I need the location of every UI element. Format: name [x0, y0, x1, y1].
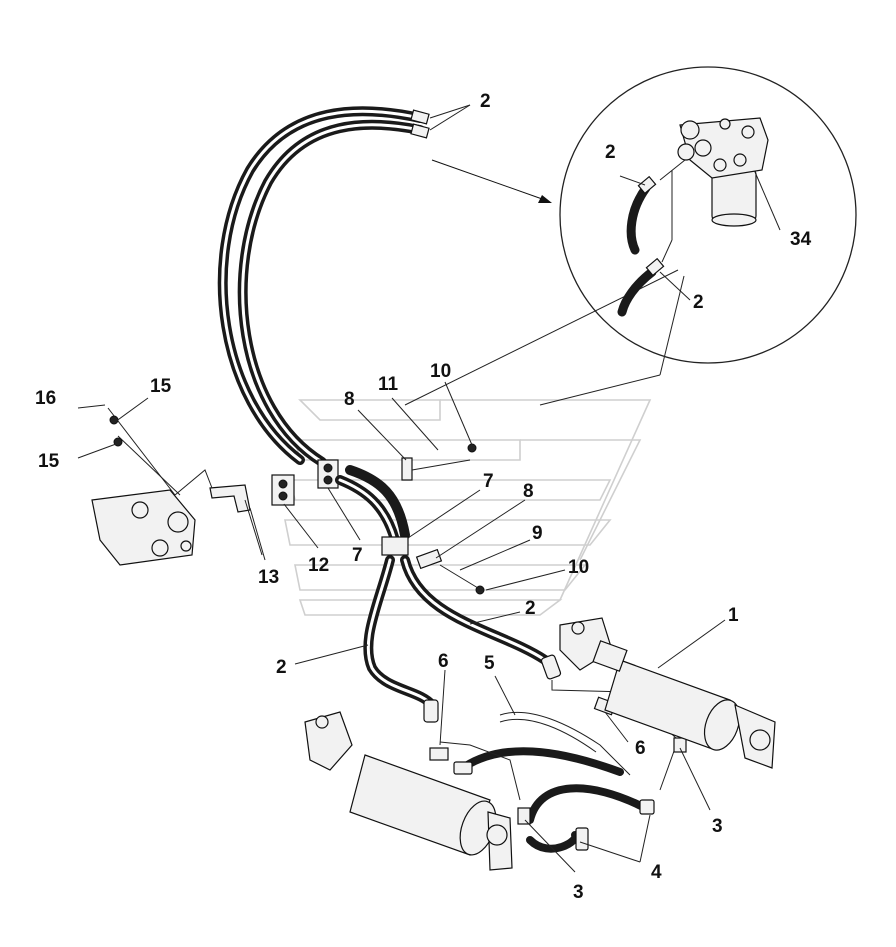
inset-hoses — [617, 159, 686, 317]
callout-3-a: 3 — [712, 816, 723, 837]
callout-labels: 2 2 34 2 16 15 15 11 10 8 7 8 9 10 13 12… — [35, 91, 812, 903]
callout-10-b: 10 — [568, 557, 589, 578]
callout-34: 34 — [790, 229, 812, 250]
callout-6-a: 6 — [438, 651, 449, 672]
callout-1: 1 — [728, 605, 739, 626]
callout-6-b: 6 — [635, 738, 646, 759]
callout-5: 5 — [484, 653, 495, 674]
callout-9: 9 — [532, 523, 543, 544]
callout-2-left: 2 — [276, 657, 287, 678]
callout-15-a: 15 — [150, 376, 172, 397]
callout-12: 12 — [308, 555, 329, 576]
valve-34 — [677, 117, 769, 227]
callout-3-b: 3 — [573, 882, 584, 903]
mounting-plate — [91, 407, 213, 566]
callout-7-a: 7 — [483, 471, 494, 492]
hose-clamps — [209, 459, 339, 556]
arrow-to-inset — [431, 159, 552, 203]
callout-15-b: 15 — [38, 451, 60, 472]
hydraulic-cylinder-right — [559, 617, 776, 769]
callout-13: 13 — [258, 567, 279, 588]
hydraulic-cylinder-left — [304, 711, 513, 871]
watermark-logo — [284, 399, 652, 616]
callout-2-mid: 2 — [525, 598, 536, 619]
callout-2-top: 2 — [480, 91, 491, 112]
callout-2-inset-a: 2 — [605, 142, 616, 163]
callout-2-inset-b: 2 — [693, 292, 704, 313]
distribution-block — [335, 443, 485, 595]
callout-11: 11 — [378, 374, 399, 395]
callout-4: 4 — [651, 862, 662, 883]
leader-lines — [77, 171, 781, 873]
callout-8-b: 8 — [523, 481, 534, 502]
callout-7-b: 7 — [352, 545, 363, 566]
main-return-hoses — [217, 104, 471, 467]
callout-10-a: 10 — [430, 361, 451, 382]
callout-16: 16 — [35, 388, 56, 409]
callout-8-a: 8 — [344, 389, 355, 410]
